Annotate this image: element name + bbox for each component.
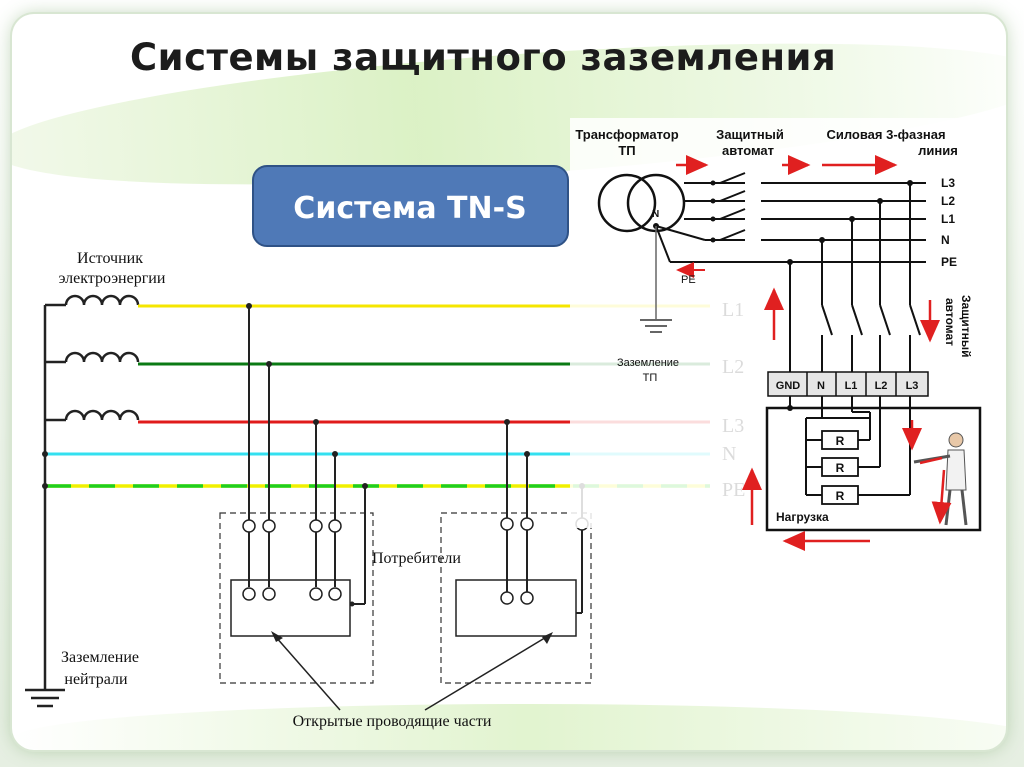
person-icon xyxy=(913,432,968,526)
terminal-l3: L3 xyxy=(906,380,919,392)
bus-label-l1: L1 xyxy=(941,212,955,226)
bus-label-pe: PE xyxy=(941,255,957,269)
terminal-n: N xyxy=(817,380,825,392)
consumer-1 xyxy=(219,303,374,684)
source-coil-l1 xyxy=(64,294,140,306)
resistor-3-label: R xyxy=(836,489,845,503)
breaker-label-2: автомат xyxy=(722,143,774,158)
terminal-l1: L1 xyxy=(845,380,858,392)
neutral-ground-label-1: Заземление xyxy=(61,649,139,666)
consumer-2 xyxy=(440,419,592,684)
exposed-parts-label: Открытые проводящие части xyxy=(293,713,492,730)
breaker-label-1: Защитный xyxy=(716,127,784,142)
slide-title: Системы защитного заземления xyxy=(130,36,837,79)
current-path xyxy=(919,456,943,465)
pointer-arrow-2 xyxy=(424,635,549,711)
terminal-l2: L2 xyxy=(875,380,888,392)
consumers-label: Потребители xyxy=(372,550,461,567)
bus-label-l3: L3 xyxy=(941,176,955,190)
neutral-point-label: N xyxy=(652,209,659,220)
bus-label-n: N xyxy=(941,233,950,247)
source-coil-l2 xyxy=(64,351,140,363)
line-label-2: линия xyxy=(918,143,958,158)
neutral-ground-label-2: нейтрали xyxy=(64,671,128,688)
vertical-breakers xyxy=(815,304,921,345)
current-arrow-2 xyxy=(931,469,952,525)
system-badge: Система TN-S xyxy=(252,165,569,247)
pointer-arrow-1 xyxy=(274,635,341,711)
right-diagram: Трансформатор ТП Защитный автомат Силова… xyxy=(570,118,998,551)
transformer-label-2: ТП xyxy=(618,143,635,158)
transformer-icon xyxy=(597,173,657,233)
transformer-ground-label-2: ТП xyxy=(643,372,658,384)
resistor-2-label: R xyxy=(836,461,845,475)
vertical-breaker-label-1: Защитный xyxy=(959,295,973,357)
load-label: Нагрузка xyxy=(776,510,829,524)
vertical-breaker-label-2: автомат xyxy=(943,298,957,346)
system-badge-label: Система TN-S xyxy=(293,191,526,226)
load-enclosure: R R R Нагрузка xyxy=(765,396,982,532)
transformer-label-1: Трансформатор xyxy=(575,127,678,142)
source-label-2: электроэнергии xyxy=(59,270,166,287)
source-coil-l3 xyxy=(64,409,140,421)
terminal-gnd: GND xyxy=(776,380,801,392)
resistor-1-label: R xyxy=(836,434,845,448)
source-label-1: Источник xyxy=(77,250,143,267)
line-label-1: Силовая 3-фазная xyxy=(826,127,945,142)
transformer-ground-label-1: Заземление xyxy=(617,357,679,369)
bus-label-l2: L2 xyxy=(941,194,955,208)
pe-tag: PE xyxy=(681,274,696,286)
terminal-block: GND N L1 L2 L3 xyxy=(767,371,929,397)
